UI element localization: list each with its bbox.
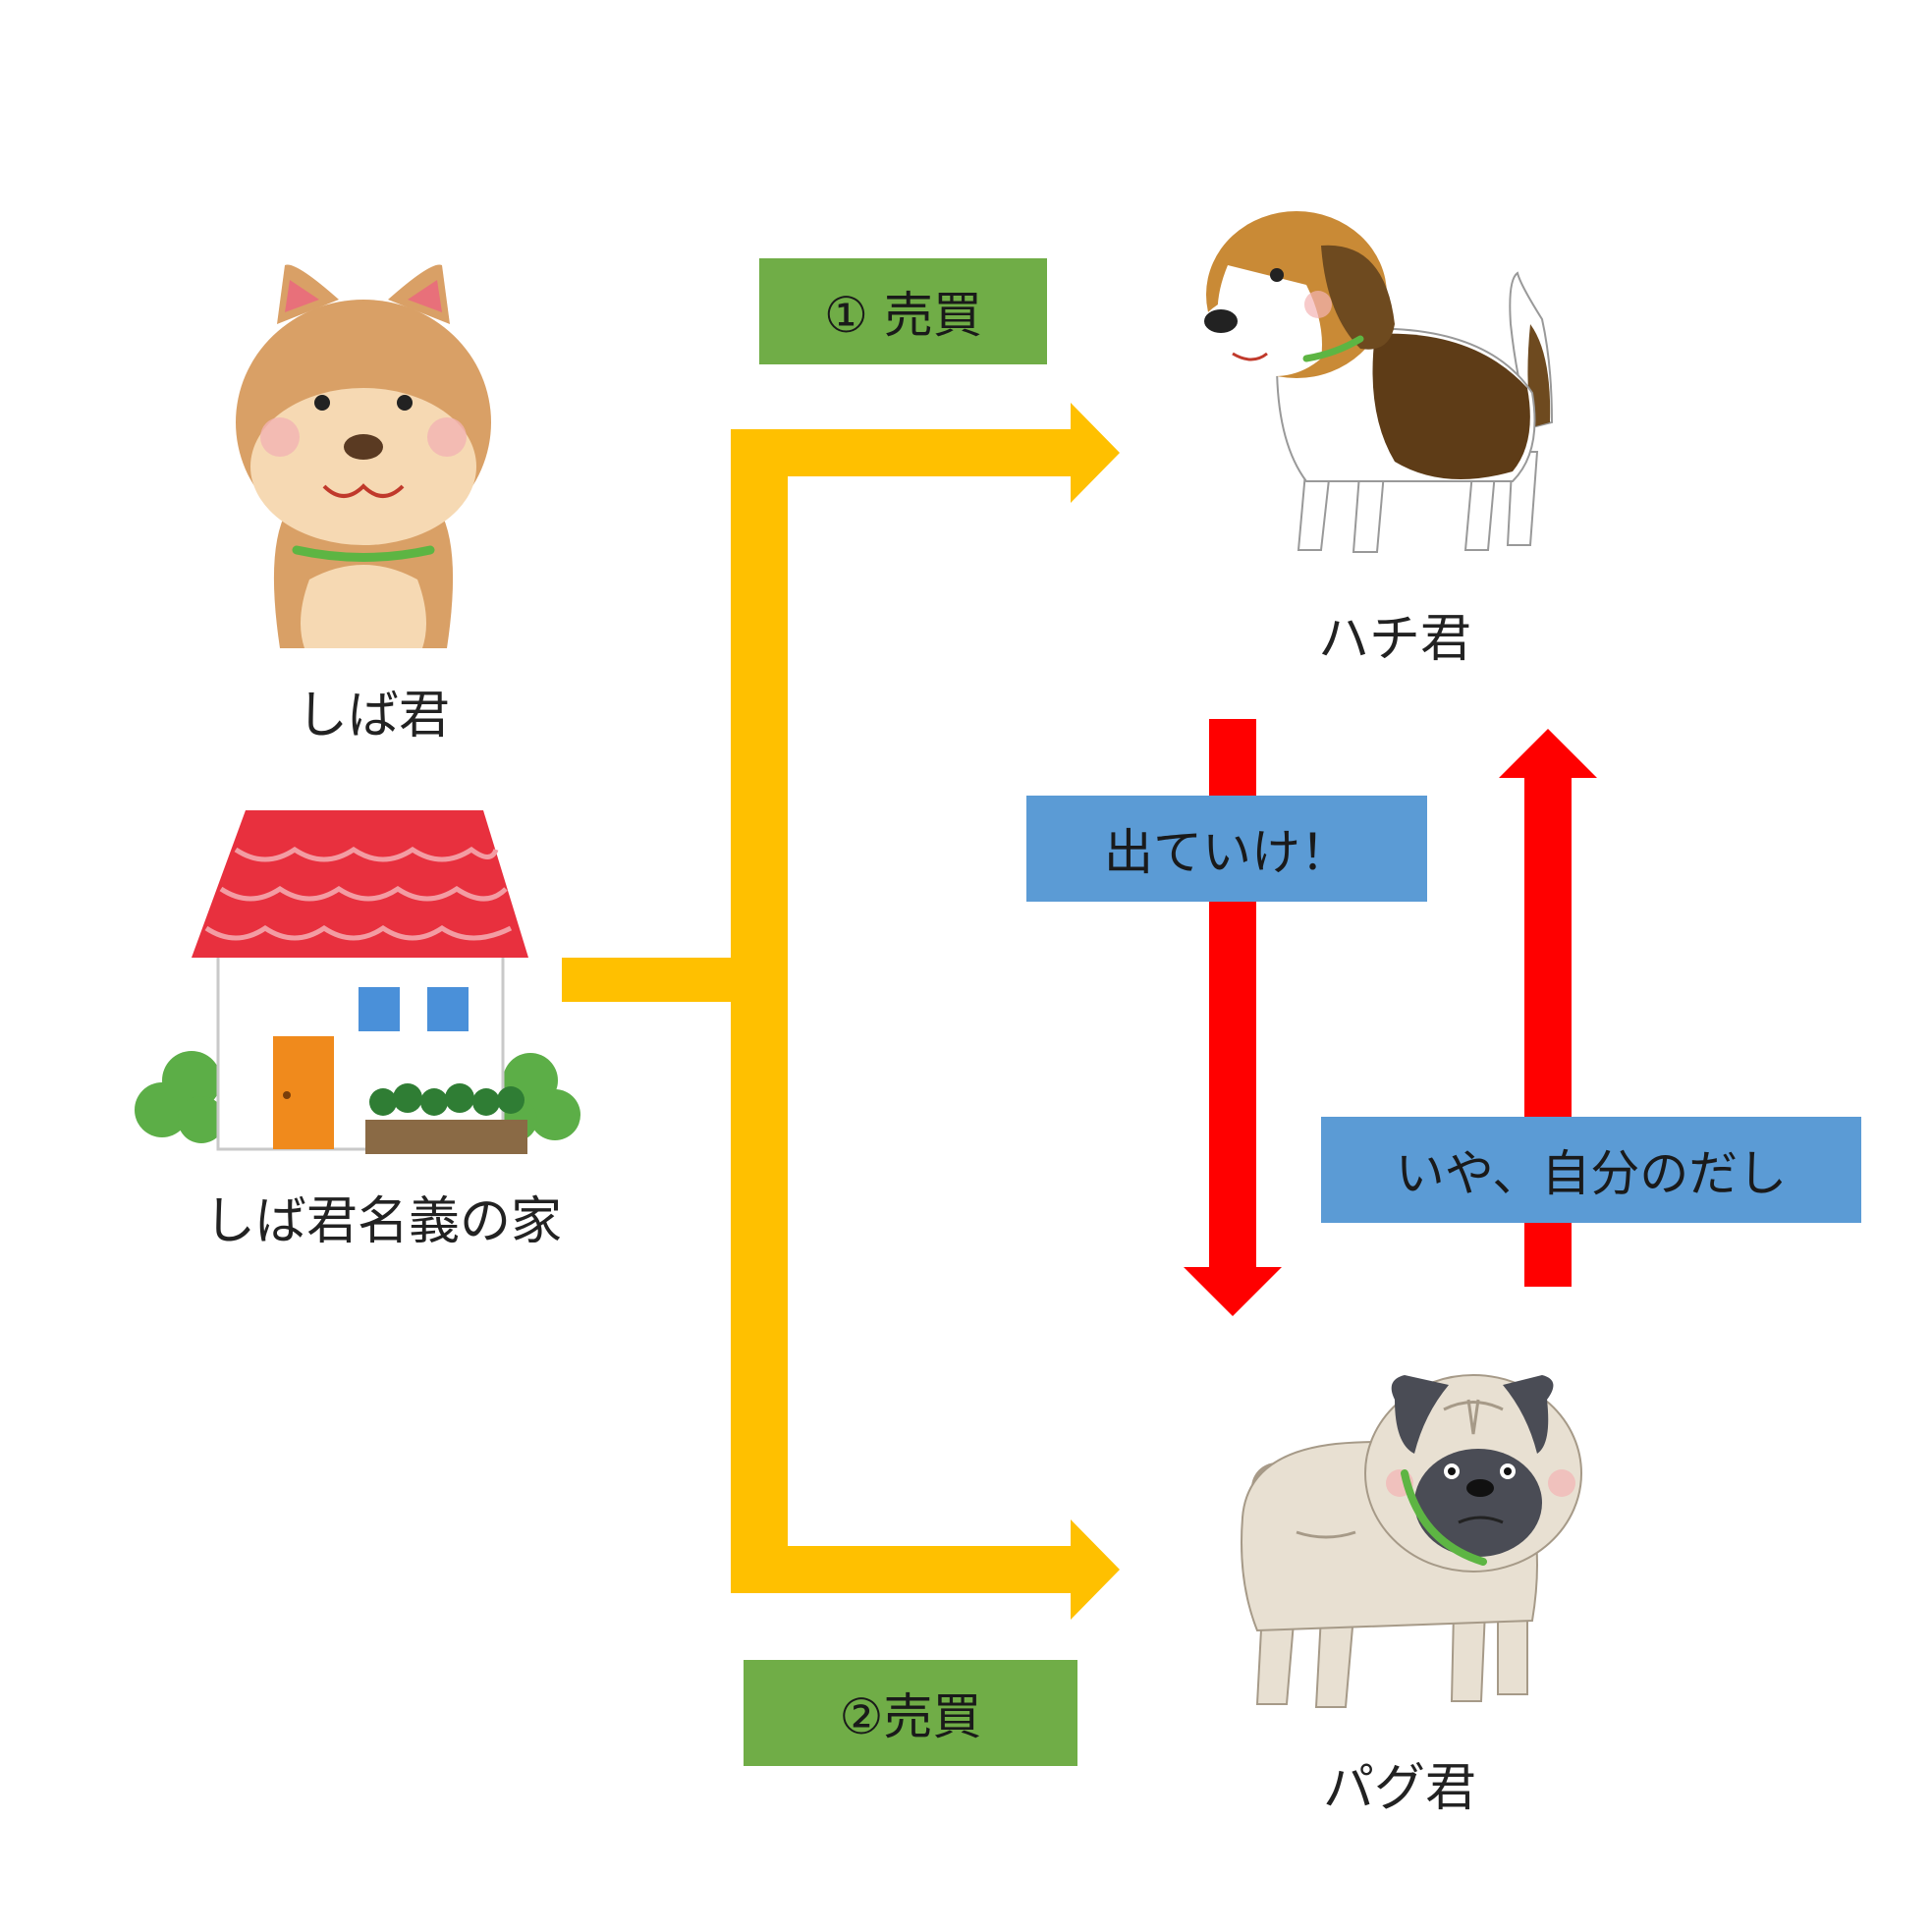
down-arrow-head [1184, 1267, 1282, 1316]
shiba-dog-icon [236, 264, 491, 648]
house-label: しば君名義の家 [203, 1192, 562, 1251]
sale2-arrow-shaft [731, 1546, 1071, 1593]
house-icon [135, 810, 580, 1154]
sale1-arrow-shaft [731, 429, 1071, 476]
house-connector-line [562, 958, 756, 1002]
up-arrow-head [1499, 729, 1597, 778]
pug-label: パグ君 [1322, 1759, 1476, 1818]
sale2-arrow-head [1071, 1519, 1120, 1620]
sale-vertical-line [731, 429, 788, 1593]
no-mine-box: いや、自分のだし [1321, 1117, 1861, 1223]
sale2-box: ②売買 [744, 1660, 1077, 1766]
get-out-box: 出ていけ！ [1026, 796, 1427, 902]
sale1-arrow-head [1071, 403, 1120, 503]
sale1-box: ① 売買 [759, 258, 1047, 364]
beagle-dog-icon [1195, 211, 1554, 553]
hachi-label: ハチ君 [1317, 610, 1471, 669]
shiba-label: しば君 [296, 687, 450, 745]
pug-dog-icon [1241, 1374, 1582, 1708]
sale-flow-arrows [562, 403, 1120, 1620]
